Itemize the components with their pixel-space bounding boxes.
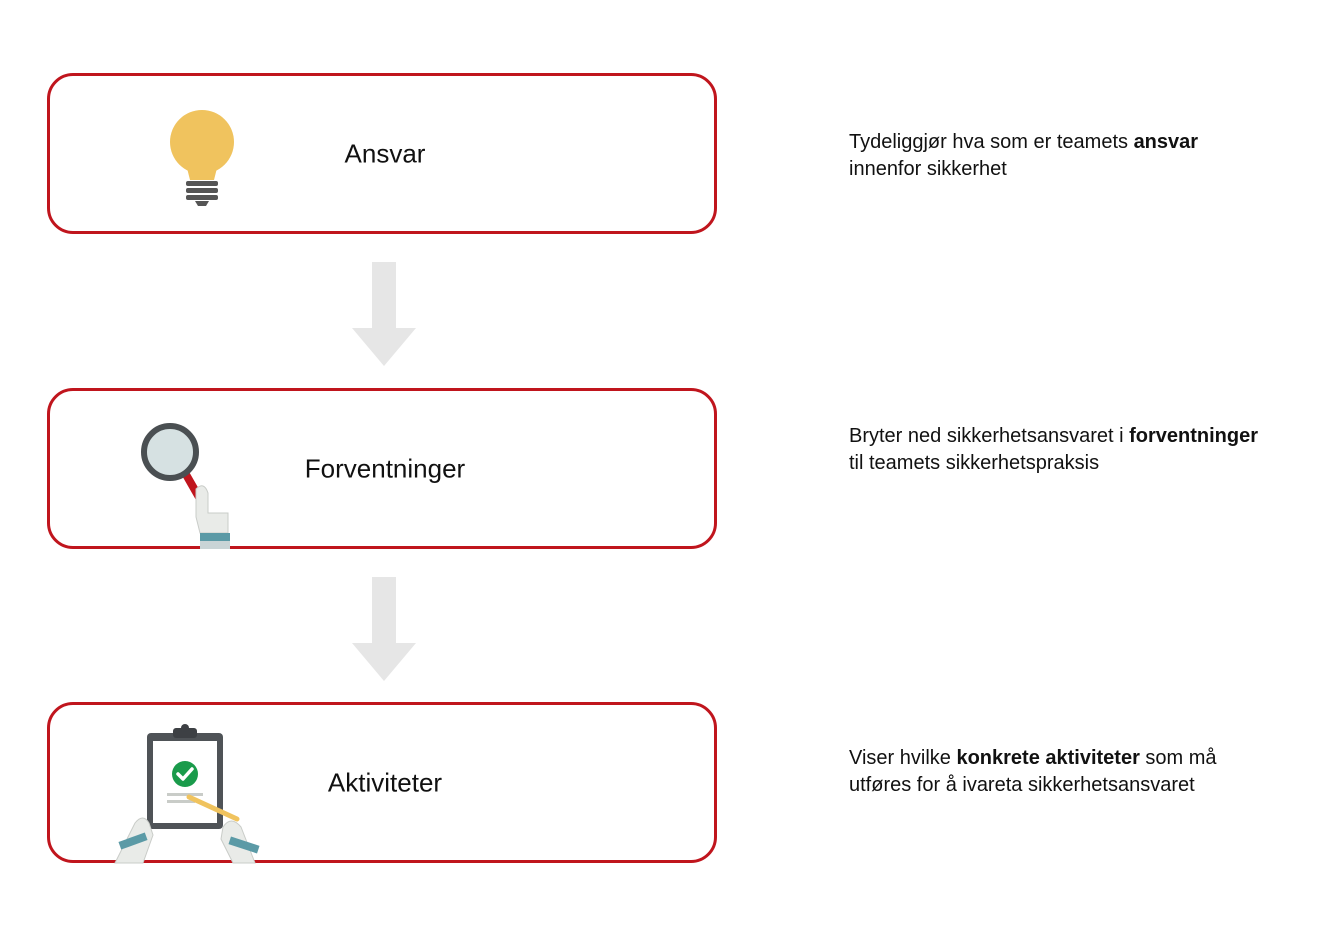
clipboard-checklist-icon [114,724,260,864]
step-title: Forventninger [304,453,466,483]
description-text: Viser hvilke [849,747,957,769]
magnifying-glass-icon [141,423,230,549]
step-title: Aktiviteter [327,767,443,797]
description-bold-text: forventninger [1129,425,1259,447]
description-text: som må utføres for å ivareta sikkerhetsa… [849,747,1217,796]
step-description-forventninger: Bryter ned sikkerhetsansvaret i forventn… [849,423,1269,477]
step-description-aktiviteter: Viser hvilke konkrete aktiviteter som må… [849,745,1269,799]
description-text: til teamets sikkerhetspraksis [849,452,1100,474]
down-arrow-icon [352,262,416,366]
description-text: Bryter ned sikkerhetsansvaret i [849,425,1130,447]
step-box-forventninger: Forventninger [47,388,717,549]
description-text: innenfor sikkerhet [849,158,1007,180]
step-title: Ansvar [344,138,426,168]
description-text: Tydeliggjør hva som er teamets [849,131,1134,153]
description-bold-text: konkrete aktiviteter [956,747,1140,769]
step-box-aktiviteter: Aktiviteter [47,702,717,864]
step-box-ansvar: Ansvar [47,73,717,234]
step-description-ansvar: Tydeliggjør hva som er teamets ansvar in… [849,129,1269,183]
description-bold-text: ansvar [1133,131,1199,153]
lightbulb-icon [170,110,234,206]
down-arrow-icon [352,577,416,681]
